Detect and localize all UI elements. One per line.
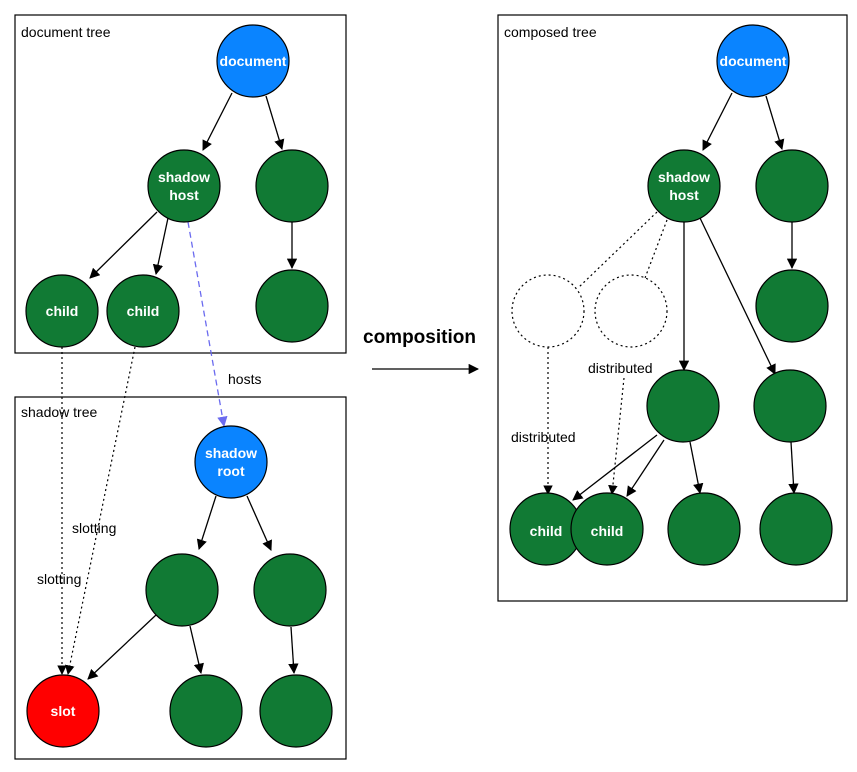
- composed-shadow-host-node: shadow host: [647, 149, 721, 223]
- composed-document-node: document: [716, 24, 790, 98]
- shadow-tree-node: [259, 674, 333, 748]
- composed-dotted-host-to-ghost2: [644, 219, 668, 279]
- distributed-label-2: distributed: [588, 360, 653, 376]
- composed-document-node-circle: [716, 24, 790, 98]
- edge-root-to-right: [246, 495, 272, 551]
- edge-document-to-host: [202, 92, 233, 151]
- ghost-placeholder-node: [511, 274, 585, 348]
- composed-tree-node: [667, 492, 741, 566]
- shadow-root-node-circle: [194, 425, 268, 499]
- hosts-label: hosts: [228, 371, 261, 387]
- composed-child-node-circle: [570, 492, 644, 566]
- child-node-circle: [106, 274, 180, 348]
- shadow-tree-panel: [14, 396, 347, 760]
- composed-shadow-host-label-line2: host: [669, 187, 699, 203]
- edge-root-to-left: [196, 495, 217, 550]
- edge-left-to-child: [189, 625, 204, 675]
- edge-host-to-child1: [89, 211, 158, 279]
- shadow-host-node: shadow host: [147, 149, 221, 223]
- hosts-arrow: [187, 221, 228, 428]
- edge-host-to-child2: [152, 217, 169, 276]
- slotting-label-2: slotting: [37, 571, 81, 587]
- composed-edge-node-to-child3: [689, 441, 704, 495]
- document-tree-node: [255, 269, 329, 343]
- document-node-circle: [216, 24, 290, 98]
- composed-edge-right-to-child: [788, 441, 799, 495]
- composed-shadow-host-label-line1: shadow: [658, 169, 710, 185]
- edge-left-to-slot: [87, 614, 157, 680]
- shadow-host-label-line1: shadow: [158, 169, 210, 185]
- ghost-placeholder-node: [594, 274, 668, 348]
- child-node: child: [106, 274, 180, 348]
- composed-tree-node: [759, 492, 833, 566]
- shadow-root-label-line2: root: [217, 463, 245, 479]
- slotting-label-1: slotting: [72, 520, 116, 536]
- shadow-tree-node: [253, 553, 327, 627]
- shadow-tree-node: [145, 553, 219, 627]
- child-node-label: child: [46, 303, 79, 319]
- composed-child-node-label: child: [591, 523, 624, 539]
- slot-node: slot: [26, 674, 100, 748]
- slot-node-label: slot: [51, 703, 76, 719]
- child-node-circle: [25, 274, 99, 348]
- edge-right-to-child: [288, 626, 299, 675]
- slot-node-circle: [26, 674, 100, 748]
- composed-edge-node-to-child2: [626, 439, 665, 497]
- composed-edge-document-to-host: [702, 92, 733, 151]
- composed-edge-host-to-right-node: [699, 217, 776, 375]
- child-node-label: child: [127, 303, 160, 319]
- composed-dotted-host-to-ghost1: [577, 211, 658, 289]
- composed-edge-node-to-child1: [572, 434, 658, 501]
- child-node: child: [25, 274, 99, 348]
- document-tree-label: document tree: [21, 24, 111, 40]
- composed-edge-document-to-right: [765, 95, 785, 150]
- document-node: document: [216, 24, 290, 98]
- shadow-root-label-line1: shadow: [205, 445, 257, 461]
- composed-child-node: child: [570, 492, 644, 566]
- composed-tree-node: [755, 149, 829, 223]
- composed-tree-node: [646, 369, 720, 443]
- slotting-line-child2: [65, 346, 136, 675]
- distributed-line-2: [608, 377, 625, 495]
- composed-shadow-host-node-circle: [647, 149, 721, 223]
- shadow-root-node: shadow root: [194, 425, 268, 499]
- distributed-label-1: distributed: [511, 429, 576, 445]
- document-tree-panel: [14, 14, 347, 354]
- composed-document-node-label: document: [720, 53, 787, 69]
- composed-tree-node: [753, 369, 827, 443]
- shadow-tree-node: [169, 674, 243, 748]
- composed-tree-panel: [497, 14, 848, 602]
- composition-label: composition: [363, 327, 476, 348]
- shadow-host-node-circle: [147, 149, 221, 223]
- document-node-label: document: [220, 53, 287, 69]
- composed-child-node: child: [509, 492, 583, 566]
- edge-document-to-right: [265, 95, 285, 150]
- composed-child-node-label: child: [530, 523, 563, 539]
- shadow-host-label-line2: host: [169, 187, 199, 203]
- composed-tree-node: [755, 269, 829, 343]
- composed-tree-label: composed tree: [504, 24, 597, 40]
- shadow-tree-label: shadow tree: [21, 404, 97, 420]
- document-tree-node: [255, 149, 329, 223]
